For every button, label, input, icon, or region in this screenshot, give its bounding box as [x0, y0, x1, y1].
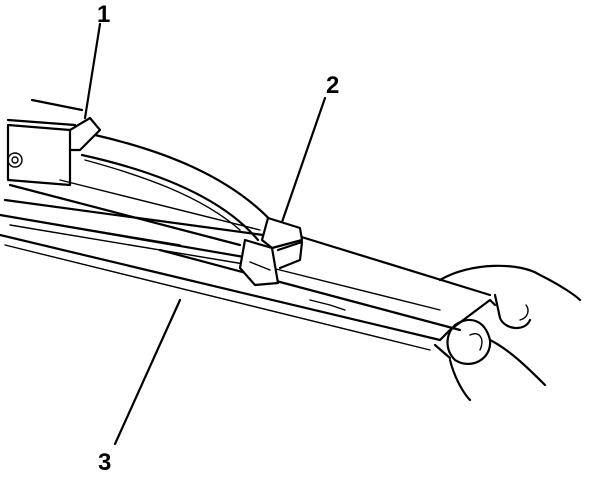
- hand-illustration: [438, 264, 582, 402]
- blade-frame: [0, 198, 497, 360]
- callout-2-leader: [280, 96, 327, 224]
- callout-3-leader: [113, 298, 182, 446]
- callout-3-label: 3: [98, 449, 111, 476]
- callout-2-label: 2: [326, 72, 339, 99]
- callout-1-leader: [83, 22, 102, 120]
- callout-1-label: 1: [97, 1, 110, 28]
- wiper-arm: [6, 98, 277, 247]
- rubber-element: [4, 244, 431, 351]
- blade-retainer-clip: [238, 216, 304, 287]
